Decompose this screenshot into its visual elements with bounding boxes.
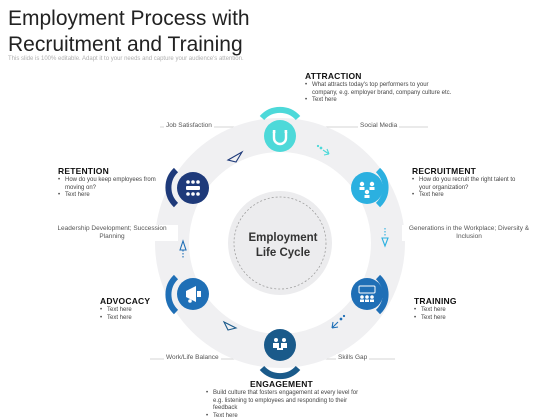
people-network-icon — [359, 181, 375, 198]
advocacy-bullet: Text here — [100, 315, 180, 323]
engagement-title: ENGAGEMENT — [250, 379, 313, 389]
training-node — [351, 278, 383, 310]
arrow-recruitment-to-training-icon — [381, 228, 389, 248]
retention-bullet: How do you keep employees from moving on… — [58, 177, 166, 192]
center-label: Employment Life Cycle — [232, 231, 334, 261]
engagement-bullet: Text here — [206, 413, 362, 420]
advocacy-title: ADVOCACY — [100, 296, 151, 306]
link-social-media: Social Media — [358, 122, 400, 129]
recruitment-arc — [375, 167, 389, 208]
page-title: Employment Process with Recruitment and … — [8, 7, 250, 56]
page-subtitle: This slide is 100% editable. Adapt it to… — [8, 56, 244, 62]
training-arc — [375, 274, 389, 315]
engagement-bullets: Build culture that fosters engagement at… — [206, 390, 362, 420]
arrow-retention-to-attraction-icon — [226, 150, 244, 163]
recruitment-bullet: Text here — [412, 192, 522, 200]
training-title: TRAINING — [414, 296, 457, 306]
arrow-attraction-to-recruitment-icon — [316, 144, 330, 156]
center-dashed-ring — [233, 196, 327, 290]
engagement-arc — [259, 365, 301, 380]
recruitment-title: RECRUITMENT — [412, 166, 477, 176]
retention-bullet: Text here — [58, 192, 166, 200]
megaphone-icon — [186, 286, 201, 303]
attraction-bullet: What attracts today's top performers to … — [305, 82, 455, 97]
engagement-node — [264, 329, 296, 361]
recruitment-bullet: How do you recruit the right talent to y… — [412, 177, 522, 192]
meeting-icon — [186, 180, 200, 196]
handshake-icon — [273, 338, 287, 350]
center-label-line2: Life Cycle — [255, 247, 311, 259]
advocacy-bullets: Text here Text here — [100, 307, 180, 322]
attraction-bullets: What attracts today's top performers to … — [305, 82, 455, 105]
arrow-training-to-engagement-icon — [331, 314, 346, 329]
magnet-icon — [272, 130, 288, 146]
attraction-node — [264, 120, 296, 152]
engagement-bullet: Build culture that fosters engagement at… — [206, 390, 362, 413]
training-group-icon — [358, 285, 376, 302]
recruitment-node — [351, 172, 383, 204]
link-leadership: Leadership Development; Succession Plann… — [46, 225, 178, 241]
retention-bullets: How do you keep employees from moving on… — [58, 177, 166, 200]
attraction-arc — [259, 106, 301, 121]
link-job-satisfaction: Job Satisfaction — [164, 122, 214, 129]
center-circle — [228, 191, 332, 295]
retention-title: RETENTION — [58, 166, 109, 176]
center-label-line1: Employment — [248, 232, 318, 244]
training-bullet: Text here — [414, 315, 494, 323]
arrow-engagement-to-advocacy-icon — [222, 320, 238, 331]
arrow-advocacy-to-retention-icon — [179, 239, 187, 258]
advocacy-bullet: Text here — [100, 307, 180, 315]
retention-arc — [165, 167, 179, 208]
attraction-bullet: Text here — [305, 97, 455, 105]
attraction-title: ATTRACTION — [305, 71, 362, 81]
training-bullet: Text here — [414, 307, 494, 315]
link-skills-gap: Skills Gap — [336, 354, 370, 361]
training-bullets: Text here Text here — [414, 307, 494, 322]
recruitment-bullets: How do you recruit the right talent to y… — [412, 177, 522, 200]
link-work-life-balance: Work/Life Balance — [164, 354, 221, 361]
link-generations: Generations in the Workplace; Diversity … — [402, 225, 536, 241]
